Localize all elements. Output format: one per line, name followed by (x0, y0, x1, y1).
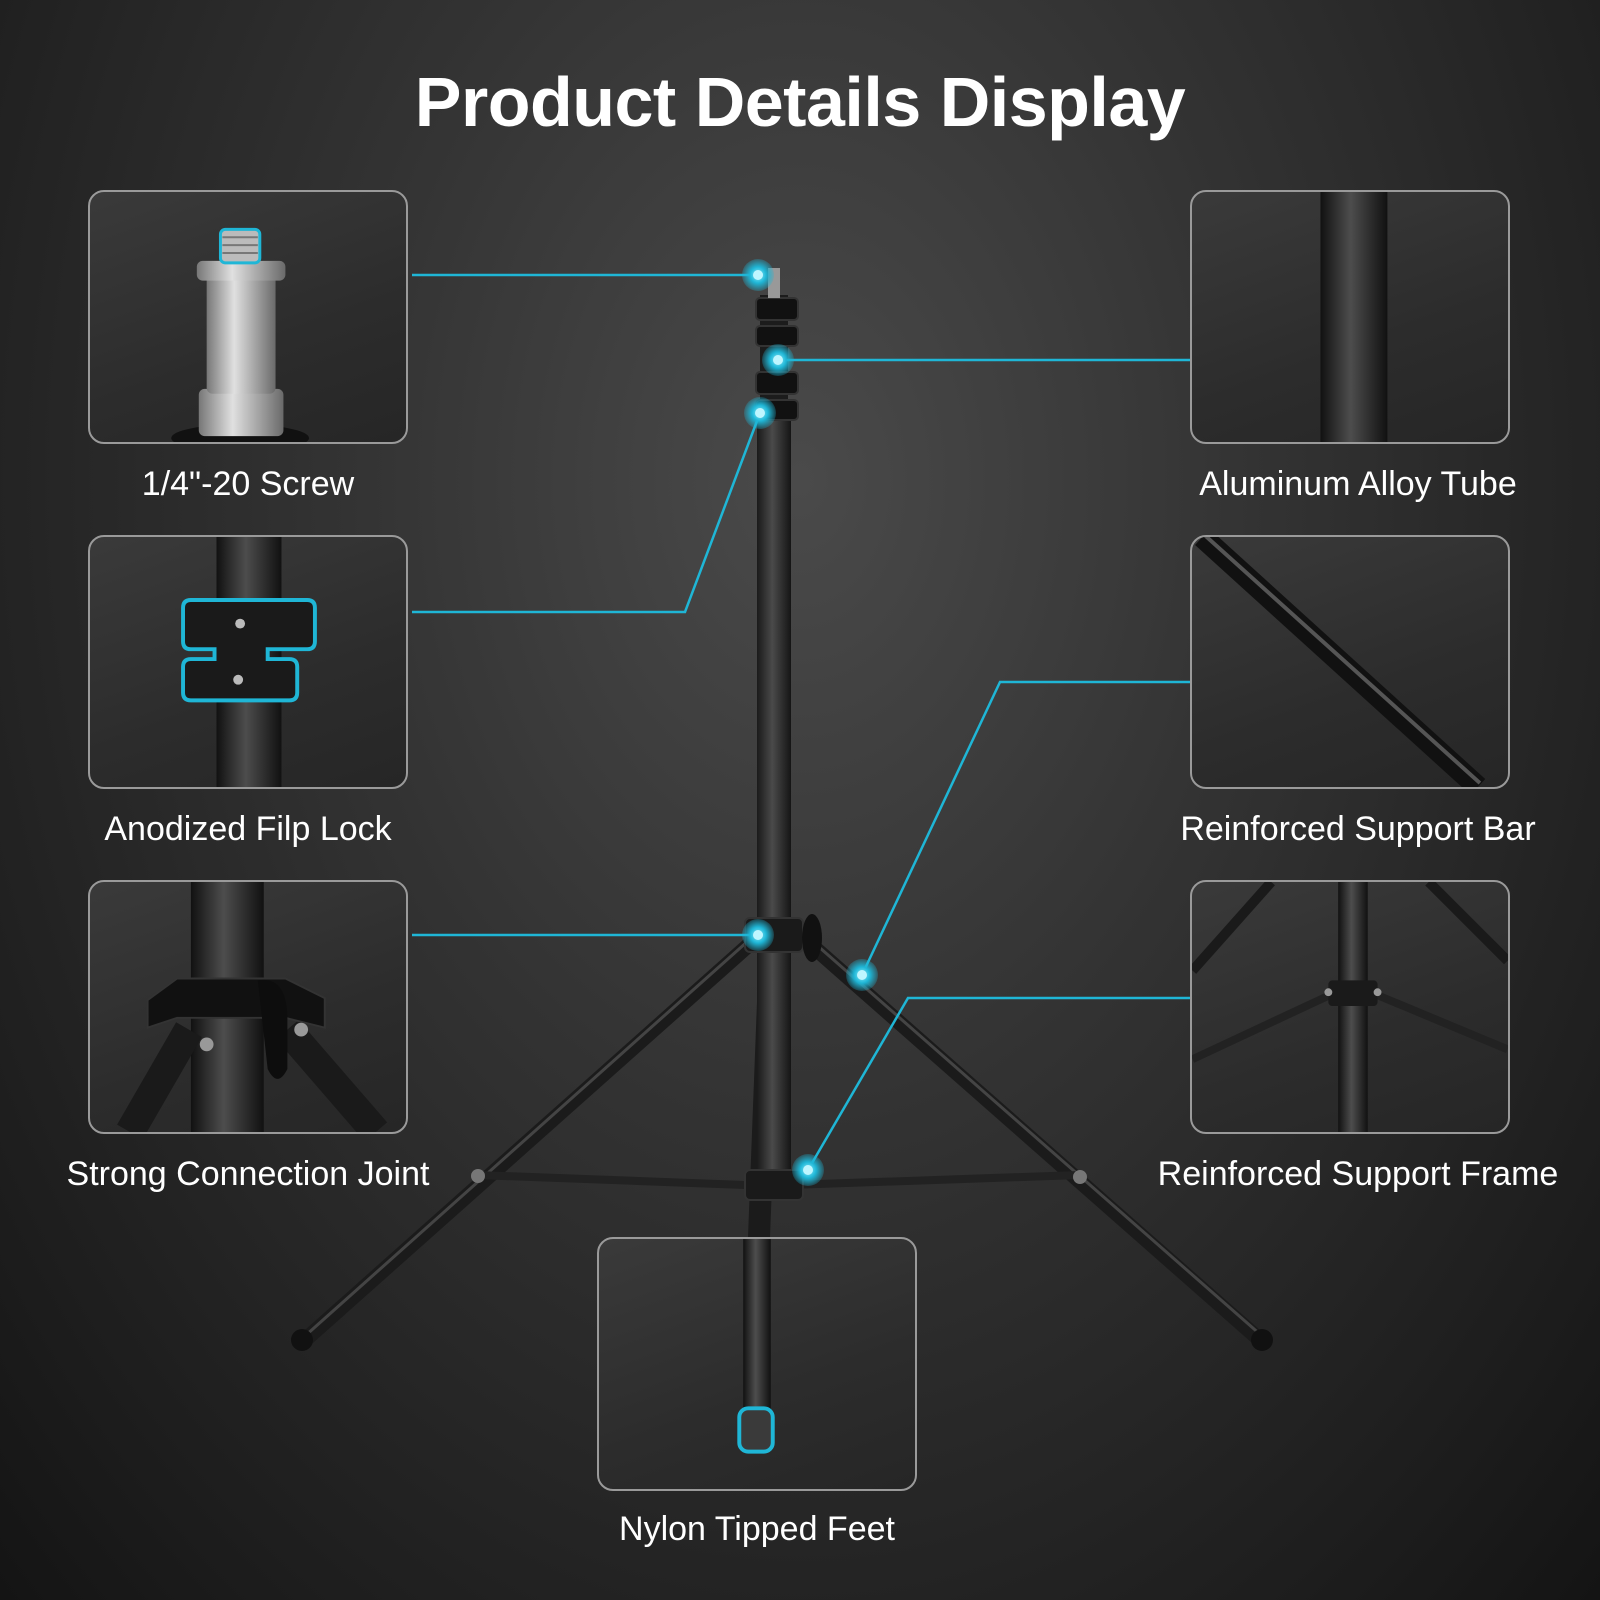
support-frame-icon (1192, 882, 1508, 1132)
detail-panel-screw (88, 190, 408, 444)
detail-panel-lock (88, 535, 408, 789)
caption-lock: Anodized Filp Lock (104, 810, 392, 848)
center-pole (757, 400, 791, 1200)
caption-frame: Reinforced Support Frame (1157, 1155, 1559, 1193)
detail-panel-tube (1190, 190, 1510, 444)
tube-icon (1320, 192, 1388, 442)
leg-tips (291, 1329, 1273, 1351)
nylon-foot-icon (737, 1239, 775, 1454)
caption-feet: Nylon Tipped Feet (619, 1510, 895, 1548)
detail-panel-frame (1190, 880, 1510, 1134)
caption-bar: Reinforced Support Bar (1180, 810, 1536, 848)
detail-panel-joint (88, 880, 408, 1134)
support-bar-icon (1195, 537, 1486, 787)
callout-lines (412, 273, 1190, 1171)
detail-panel-feet (597, 1237, 917, 1491)
screw-icon (171, 227, 310, 442)
caption-screw: 1/4"-20 Screw (141, 465, 355, 503)
flip-lock-icon (181, 537, 317, 787)
flip-locks (755, 297, 799, 421)
support-braces (473, 1171, 1084, 1189)
detail-panel-bar (1190, 535, 1510, 789)
caption-tube: Aluminum Alloy Tube (1199, 465, 1517, 503)
page-title: Product Details Display (414, 63, 1186, 141)
caption-joint: Strong Connection Joint (66, 1155, 430, 1193)
connection-joint-icon (117, 882, 388, 1132)
